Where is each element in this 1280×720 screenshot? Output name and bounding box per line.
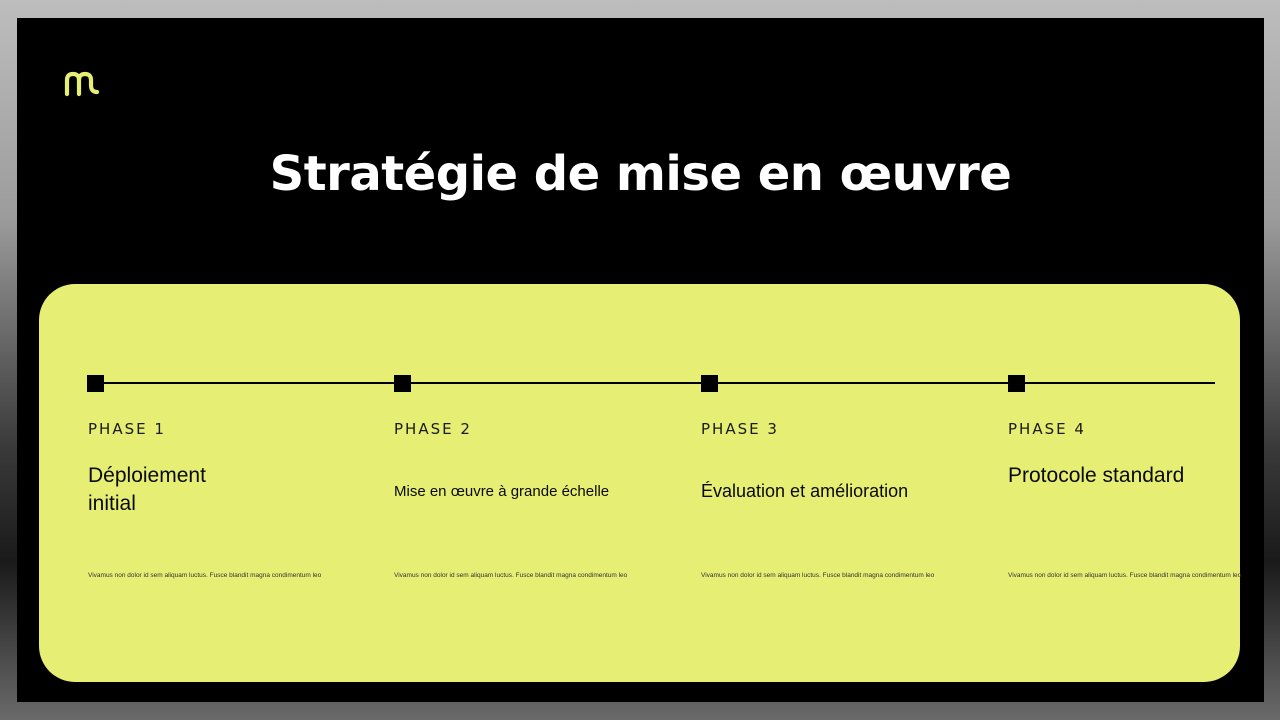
phase-description: Vivamus non dolor id sem aliquam luctus.… bbox=[701, 572, 935, 579]
timeline-line bbox=[95, 382, 1215, 384]
timeline-panel: PHASE 1 Déploiement initial Vivamus non … bbox=[39, 284, 1241, 682]
page-title: Stratégie de mise en œuvre bbox=[269, 146, 1012, 202]
phase-description: Vivamus non dolor id sem aliquam luctus.… bbox=[88, 572, 322, 579]
phase-label: PHASE 1 bbox=[88, 420, 166, 438]
m-logo-icon bbox=[64, 71, 100, 97]
phase-heading: Déploiement initial bbox=[88, 464, 206, 515]
phase-label: PHASE 2 bbox=[394, 420, 472, 438]
phase-2-marker bbox=[394, 375, 411, 392]
phase-heading: Évaluation et amélioration bbox=[701, 481, 909, 501]
phase-3-marker bbox=[701, 375, 718, 392]
phase-4-marker bbox=[1008, 375, 1025, 392]
slide: Stratégie de mise en œuvre PHASE 1 Déplo… bbox=[17, 18, 1264, 702]
phase-label: PHASE 3 bbox=[701, 420, 779, 438]
phase-heading: Mise en œuvre à grande échelle bbox=[394, 483, 610, 500]
phase-1-marker bbox=[87, 375, 104, 392]
phase-heading: Protocole standard bbox=[1008, 464, 1185, 487]
phase-description: Vivamus non dolor id sem aliquam luctus.… bbox=[394, 572, 628, 579]
phase-description: Vivamus non dolor id sem aliquam luctus.… bbox=[1008, 572, 1242, 579]
phase-label: PHASE 4 bbox=[1008, 420, 1086, 438]
